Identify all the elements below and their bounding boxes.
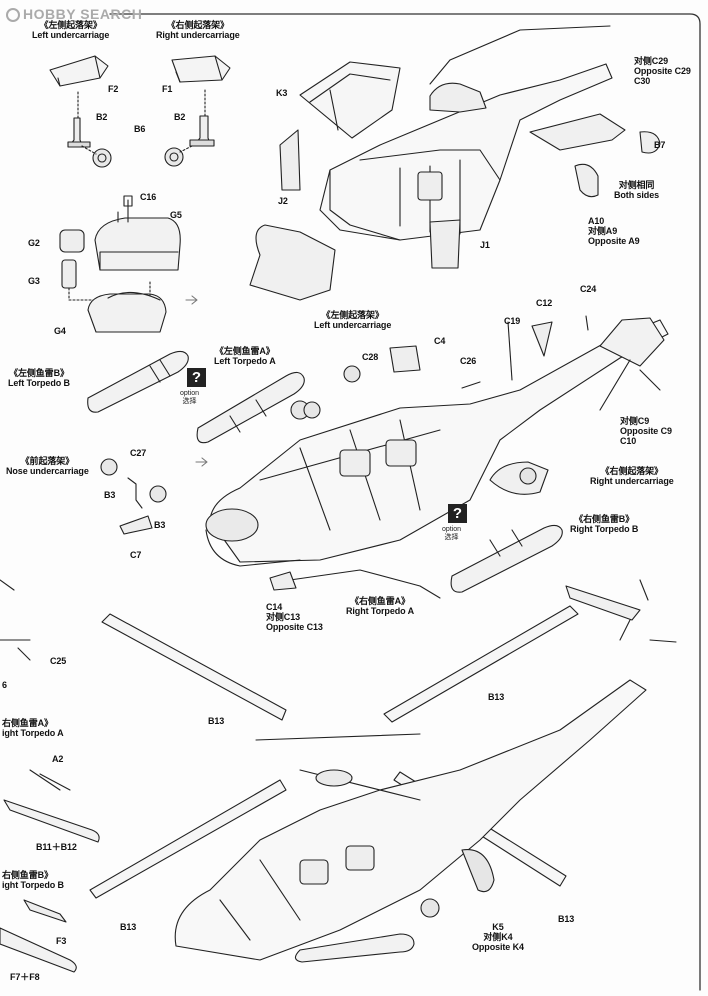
label-c4: C4 xyxy=(434,336,446,346)
label-f7-f8: F7＋F8 xyxy=(10,972,40,982)
fuselage-upper-view xyxy=(249,25,661,301)
right-torpedo-a-title: 《右侧鱼雷A》Right Torpedo A xyxy=(346,596,414,616)
label-b13-3: B13 xyxy=(120,922,137,932)
right-undercarriage-parts xyxy=(164,55,231,167)
label-c27: C27 xyxy=(130,448,147,458)
label-b11-b12: B11＋B12 xyxy=(36,842,77,852)
nose-undercarriage-title: 《前起落架》Nose undercarriage xyxy=(6,456,89,476)
lower-torpedo-b-title: 右侧鱼雷B》ight Torpedo B xyxy=(2,870,64,890)
right-undercarriage-title: 《右侧起落架》Right undercarriage xyxy=(156,20,240,40)
left-torpedo-a-title: 《左侧鱼雷A》Left Torpedo A xyxy=(214,346,276,366)
right-torpedo-a-mid xyxy=(269,569,441,599)
label-b3-right: B3 xyxy=(154,520,166,530)
label-g4: G4 xyxy=(54,326,66,336)
page-border xyxy=(109,13,701,991)
label-j2: J2 xyxy=(278,196,288,206)
label-g5: G5 xyxy=(170,210,182,220)
label-b2-right: B2 xyxy=(174,112,186,122)
label-g3: G3 xyxy=(28,276,40,286)
label-b6: B6 xyxy=(134,124,146,134)
mid-right-undercarriage-title: 《右侧起落架》Right undercarriage xyxy=(590,466,674,486)
label-b2-left: B2 xyxy=(96,112,108,122)
label-a2: A2 xyxy=(52,754,64,764)
left-torpedo-a xyxy=(196,371,305,444)
hobby-search-logo: HOBBY SEARCH xyxy=(6,6,142,22)
flow-arrow-1 xyxy=(185,295,198,305)
label-b13-4: B13 xyxy=(558,914,575,924)
flow-arrow-2 xyxy=(195,457,208,467)
label-f3: F3 xyxy=(56,936,67,946)
label-6: 6 xyxy=(2,680,7,690)
left-undercarriage-parts xyxy=(49,55,112,168)
option-mark-1: ? xyxy=(187,368,206,387)
label-c19: C19 xyxy=(504,316,521,326)
label-f2: F2 xyxy=(108,84,119,94)
left-edge-parts xyxy=(0,579,100,973)
label-c16: C16 xyxy=(140,192,157,202)
label-c24: C24 xyxy=(580,284,597,294)
label-b7: B7 xyxy=(654,140,666,150)
main-fuselage xyxy=(205,315,669,567)
label-c25: C25 xyxy=(50,656,67,666)
right-undercarriage-mid xyxy=(489,461,549,495)
label-g2: G2 xyxy=(28,238,40,248)
label-f1: F1 xyxy=(162,84,173,94)
left-torpedo-b-title: 《左侧鱼雷B》Left Torpedo B xyxy=(8,368,70,388)
mid-left-undercarriage-title: 《左侧起落架》Left undercarriage xyxy=(314,310,392,330)
label-b13-1: B13 xyxy=(208,716,225,726)
label-c7: C7 xyxy=(130,550,142,560)
label-c26: C26 xyxy=(460,356,477,366)
sonar-housing-parts xyxy=(59,195,181,333)
nose-undercarriage xyxy=(100,458,167,535)
label-c12: C12 xyxy=(536,298,553,308)
left-torpedo-b xyxy=(87,350,189,413)
label-b13-2: B13 xyxy=(488,692,505,702)
completed-helicopter xyxy=(174,579,677,963)
right-torpedo-b xyxy=(450,524,563,593)
option-mark-2: ? xyxy=(448,504,467,523)
left-undercarriage-title: 《左侧起落架》Left undercarriage xyxy=(32,20,110,40)
label-j1: J1 xyxy=(480,240,490,250)
label-b3-left: B3 xyxy=(104,490,116,500)
right-torpedo-b-title: 《右侧鱼雷B》Right Torpedo B xyxy=(570,514,639,534)
label-k3: K3 xyxy=(276,88,288,98)
label-c28: C28 xyxy=(362,352,379,362)
lower-torpedo-a-title: 右侧鱼雷A》ight Torpedo A xyxy=(2,718,64,738)
